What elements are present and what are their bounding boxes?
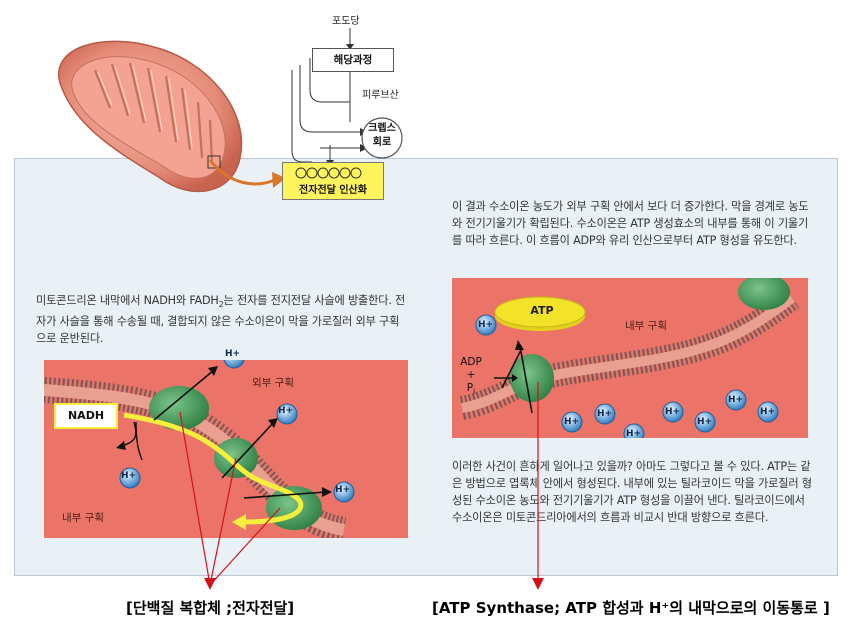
paragraph-bottom-right: 이러한 사건이 흔하게 일어나고 있을까? 아마도 그렇다고 볼 수 있다. A… <box>452 460 812 524</box>
flow-pyruvate: 피루브산 <box>362 90 399 101</box>
h-ion-label: H+ <box>121 471 137 481</box>
adp-pi-label: ADP + Pi <box>460 356 482 397</box>
zoom-arrow <box>208 159 286 188</box>
h-ion-label: H+ <box>626 429 642 439</box>
protein-complex-1 <box>149 386 209 430</box>
flow-diagram <box>291 28 403 166</box>
h-ion-label: H+ <box>564 417 580 427</box>
h-ion-group <box>119 360 355 503</box>
nadh-label: NADH <box>54 403 118 429</box>
caption-atp-synthase: [ATP Synthase; ATP 합성과 H⁺의 내막으로의 이동통로 ] <box>432 599 830 617</box>
h-ion-label: H+ <box>697 417 713 427</box>
etc-label: 전자전달 인산화 <box>299 185 367 196</box>
h-ion-label: H+ <box>597 409 613 419</box>
etc-membrane-diagram <box>44 360 408 538</box>
etc-box: 전자전달 인산화 <box>282 162 384 200</box>
flow-glucose: 포도당 <box>332 16 360 27</box>
inner-compartment-label-left: 내부 구획 <box>62 512 104 524</box>
h-ion-label: H+ <box>665 407 681 417</box>
caption-protein-complex: [단백질 복합체 ;전자전달] <box>126 599 295 617</box>
inner-compartment-label-right: 내부 구획 <box>625 320 667 332</box>
atp-synthase-protein <box>510 354 554 402</box>
h-ion-label: H+ <box>278 406 294 416</box>
atp-label: ATP <box>530 304 554 317</box>
h-ion-label: H+ <box>478 320 494 330</box>
h-ion-label: H+ <box>728 395 744 405</box>
h-ion-label: H+ <box>335 485 351 495</box>
etc-chain-icon <box>295 167 362 179</box>
paragraph-top-right: 이 결과 수소이온 농도가 외부 구획 안에서 보다 더 증가한다. 막을 경계… <box>452 200 809 247</box>
h-ion-label: H+ <box>225 349 241 359</box>
outer-compartment-label: 외부 구획 <box>252 377 294 389</box>
flow-glycolysis-box: 해당과정 <box>312 48 394 72</box>
h-ion-label: H+ <box>760 407 776 417</box>
flow-krebs-label: 크렙스 회로 <box>368 123 396 148</box>
h-ion-group-right <box>475 314 779 438</box>
paragraph-left: 미토콘드리온 내막에서 NADH와 FADH2는 전자를 전지전달 사슬에 방출… <box>36 294 406 346</box>
mitochondrion-illustration <box>57 40 243 193</box>
atp-synthase-diagram <box>452 278 808 438</box>
